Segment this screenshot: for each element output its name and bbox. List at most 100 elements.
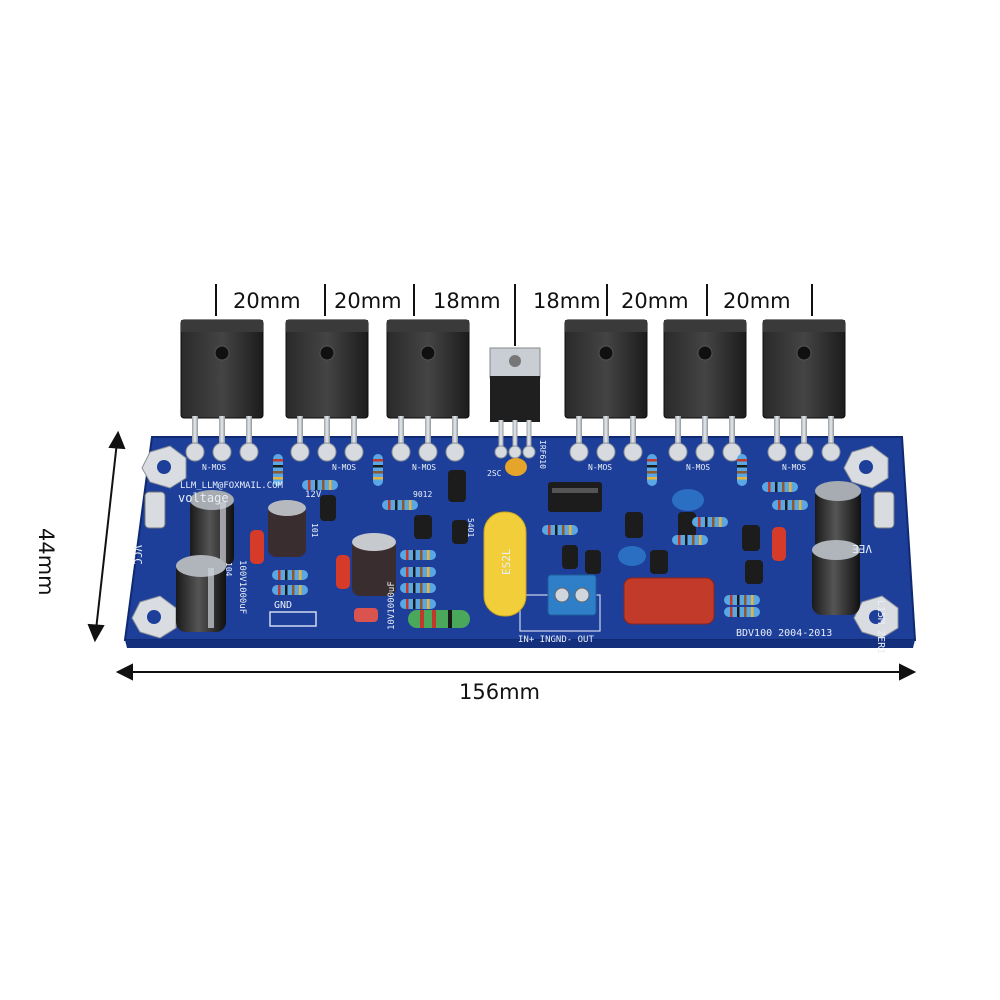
to247-transistor xyxy=(762,319,846,462)
power-terminal-vee xyxy=(873,491,895,529)
resistor xyxy=(273,454,283,486)
silk-nmos-4: N-MOS xyxy=(588,463,612,472)
ceramic-capacitor-orange xyxy=(505,458,527,476)
resistor xyxy=(762,482,798,492)
electrolytic-capacitor xyxy=(190,490,234,567)
silk-model: L15M ZER1 xyxy=(875,600,886,654)
electrolytic-capacitor xyxy=(815,481,861,552)
silk-cap-mid: 10V1000uF xyxy=(387,581,397,630)
silk-version: BDV100 2004-2013 xyxy=(736,628,832,639)
ceramic-capacitor-red xyxy=(772,527,786,561)
silk-104: 104 xyxy=(224,562,233,577)
mounting-hole xyxy=(843,445,889,489)
spacing-label-1: 20mm xyxy=(233,289,301,313)
electrolytic-capacitor xyxy=(268,500,306,557)
silk-email: LLM_LLM@FOXMAIL.COM xyxy=(180,481,284,491)
to247-transistor xyxy=(663,319,747,462)
to247-transistor xyxy=(564,319,648,462)
silk-voltage: voltage xyxy=(178,491,229,505)
electrolytic-capacitor xyxy=(352,533,396,596)
silk-101: 101 xyxy=(310,523,319,538)
silk-12v: 12V xyxy=(305,490,322,500)
small-transistor xyxy=(745,560,763,584)
power-transistor-row xyxy=(180,319,846,462)
film-capacitor-red xyxy=(623,577,715,625)
resistor xyxy=(400,599,436,609)
silk-output: IN+ INGND- OUT xyxy=(518,635,594,645)
silk-9012: 9012 xyxy=(413,490,432,499)
to247-transistor xyxy=(285,319,369,462)
resistor-array xyxy=(272,454,808,617)
width-arrow-left xyxy=(115,663,133,681)
spacing-label-3: 18mm xyxy=(433,289,501,313)
small-transistor xyxy=(448,470,466,502)
silk-2sc: 2SC xyxy=(487,469,502,478)
silk-gnd: GND xyxy=(274,600,292,611)
small-transistor xyxy=(452,520,468,544)
small-transistor xyxy=(414,515,432,539)
to247-transistor xyxy=(180,319,264,462)
resistor xyxy=(672,535,708,545)
spacing-tick-marks xyxy=(215,284,813,346)
silk-nmos-2: N-MOS xyxy=(332,463,356,472)
resistor xyxy=(400,583,436,593)
to220-transistor xyxy=(489,347,541,459)
silk-nmos-5: N-MOS xyxy=(686,463,710,472)
ceramic-capacitor-red xyxy=(250,530,264,564)
resistor xyxy=(724,607,760,617)
small-transistor xyxy=(320,495,336,521)
small-transistor xyxy=(585,550,601,574)
pcb-components: ES2L xyxy=(144,458,895,632)
resistor xyxy=(647,454,657,486)
mounting-hole xyxy=(141,445,187,489)
silk-vee: VEE xyxy=(852,542,872,555)
resistor xyxy=(542,525,578,535)
power-terminal-vcc xyxy=(144,491,166,529)
spacing-label-6: 20mm xyxy=(723,289,791,313)
driver-transistor xyxy=(548,482,602,512)
silkscreen-text: LLM_LLM@FOXMAIL.COM voltage VCC VEE GND … xyxy=(131,440,886,654)
mounting-hole xyxy=(853,595,899,639)
electrolytic-capacitor xyxy=(812,540,860,615)
small-transistor xyxy=(678,512,696,540)
spacing-label-5: 20mm xyxy=(621,289,689,313)
width-label: 156mm xyxy=(459,680,540,704)
spacing-label-4: 18mm xyxy=(533,289,601,313)
ceramic-capacitor-blue xyxy=(618,546,646,566)
small-transistor xyxy=(625,512,643,538)
silk-nmos-6: N-MOS xyxy=(782,463,806,472)
ceramic-capacitor-blue xyxy=(672,489,704,511)
spacing-label-2: 20mm xyxy=(334,289,402,313)
dimension-markers xyxy=(87,284,917,681)
small-transistor xyxy=(650,550,668,574)
silk-irf610: IRF610 xyxy=(538,440,547,469)
height-arrow-top xyxy=(108,430,126,450)
silk-nmos-1: N-MOS xyxy=(202,463,226,472)
resistor xyxy=(373,454,383,486)
ceramic-capacitor-red xyxy=(354,608,378,622)
resistor xyxy=(692,517,728,527)
cap-yellow-label: ES2L xyxy=(500,548,513,575)
width-arrow-right xyxy=(899,663,917,681)
resistor xyxy=(724,595,760,605)
resistor xyxy=(400,550,436,560)
mounting-hole xyxy=(131,595,177,639)
to247-transistor xyxy=(386,319,470,462)
electrolytic-capacitor xyxy=(176,555,226,632)
height-label: 44mm xyxy=(34,528,58,596)
height-dimension-line xyxy=(95,441,118,631)
small-transistor xyxy=(742,525,760,551)
resistor xyxy=(272,570,308,580)
resistor xyxy=(382,500,418,510)
small-transistor xyxy=(562,545,578,569)
ceramic-capacitor-red xyxy=(336,555,350,589)
silk-nmos-3: N-MOS xyxy=(412,463,436,472)
resistor xyxy=(772,500,808,510)
resistor xyxy=(302,480,338,490)
resistor xyxy=(737,454,747,486)
resistor xyxy=(272,585,308,595)
height-arrow-bottom xyxy=(87,623,105,643)
silk-vcc: VCC xyxy=(131,545,144,565)
film-capacitor-yellow: ES2L xyxy=(483,511,527,617)
